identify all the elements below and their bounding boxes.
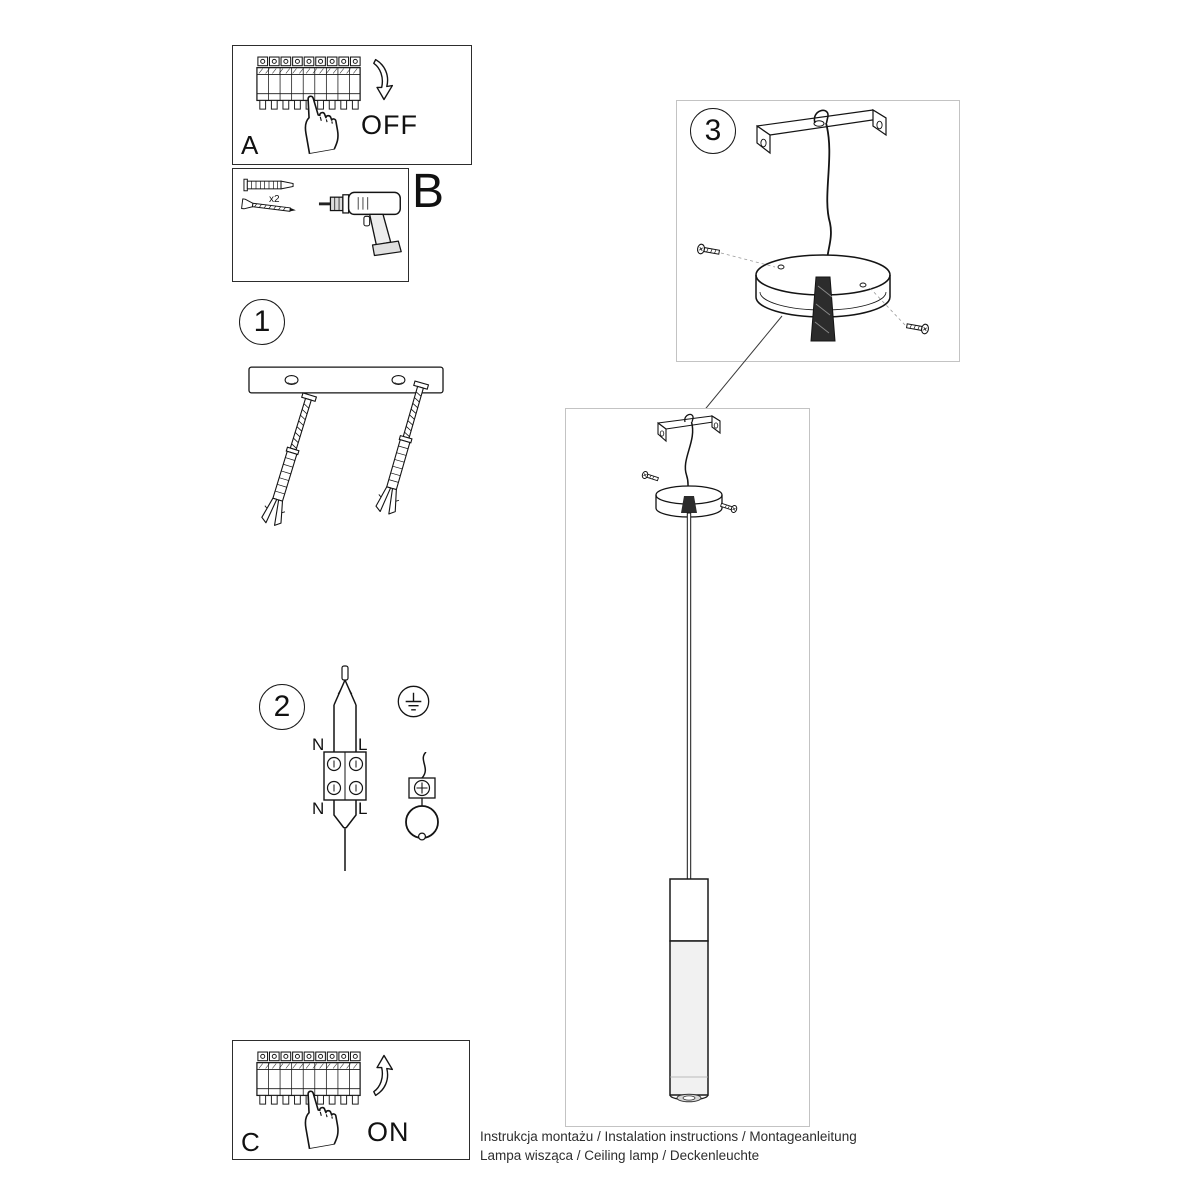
power-on-label: ON — [367, 1117, 410, 1147]
wall-anchor-left-illustration — [261, 392, 318, 526]
wire-n-bottom-label: N — [312, 799, 325, 818]
step-c-label: C — [241, 1127, 260, 1157]
step-c-panel: ON C — [232, 1040, 470, 1160]
arrow-up-icon — [373, 1054, 394, 1097]
breaker-panel-illustration — [256, 1051, 361, 1105]
mounting-plate-illustration — [248, 366, 444, 394]
pendant-lamp-panel — [565, 408, 810, 1127]
footer: Instrukcja montażu / Instalation instruc… — [480, 1127, 857, 1165]
wall-anchor-right-illustration — [375, 380, 430, 515]
drill-icon — [318, 191, 402, 257]
anchor-qty-label: x2 — [269, 194, 280, 205]
step-a-label: A — [241, 130, 259, 160]
canopy-screw-left-icon — [641, 470, 659, 482]
earth-symbol-icon — [397, 685, 430, 718]
screw-icon — [241, 198, 296, 212]
step-b-label: B — [412, 165, 445, 218]
step-a-panel: OFF A — [232, 45, 472, 165]
ceiling-mount-illustration — [696, 108, 930, 342]
step-2-number: 2 — [273, 690, 291, 723]
power-off-label: OFF — [361, 110, 418, 140]
canopy-screw-right-icon — [720, 502, 738, 514]
mount-screw-left-icon — [696, 243, 721, 255]
step-1-badge: 1 — [239, 299, 285, 345]
breaker-panel-illustration — [256, 56, 361, 110]
wiring-diagram-illustration — [323, 665, 367, 871]
step-b-panel: x2 — [232, 168, 409, 282]
pressing-hand-icon — [304, 95, 339, 155]
earth-clamp-illustration — [405, 752, 439, 841]
pendant-lamp-illustration — [641, 413, 738, 1103]
step-2-badge: 2 — [259, 684, 305, 730]
wire-l-top-label: L — [358, 735, 368, 754]
arrow-down-icon — [373, 58, 394, 101]
pressing-hand-icon — [304, 1090, 339, 1150]
mount-screw-right-icon — [905, 323, 930, 335]
step-3-number: 3 — [704, 114, 722, 147]
wire-l-bottom-label: L — [358, 799, 368, 818]
step-3-badge: 3 — [690, 108, 736, 154]
footer-line-1: Instrukcja montażu / Instalation instruc… — [480, 1129, 857, 1144]
wire-n-top-label: N — [312, 735, 325, 754]
step-1-number: 1 — [253, 305, 271, 338]
footer-line-2: Lampa wisząca / Ceiling lamp / Deckenleu… — [480, 1148, 760, 1163]
wall-plug-icon — [243, 178, 294, 192]
step-3-panel — [676, 100, 960, 362]
